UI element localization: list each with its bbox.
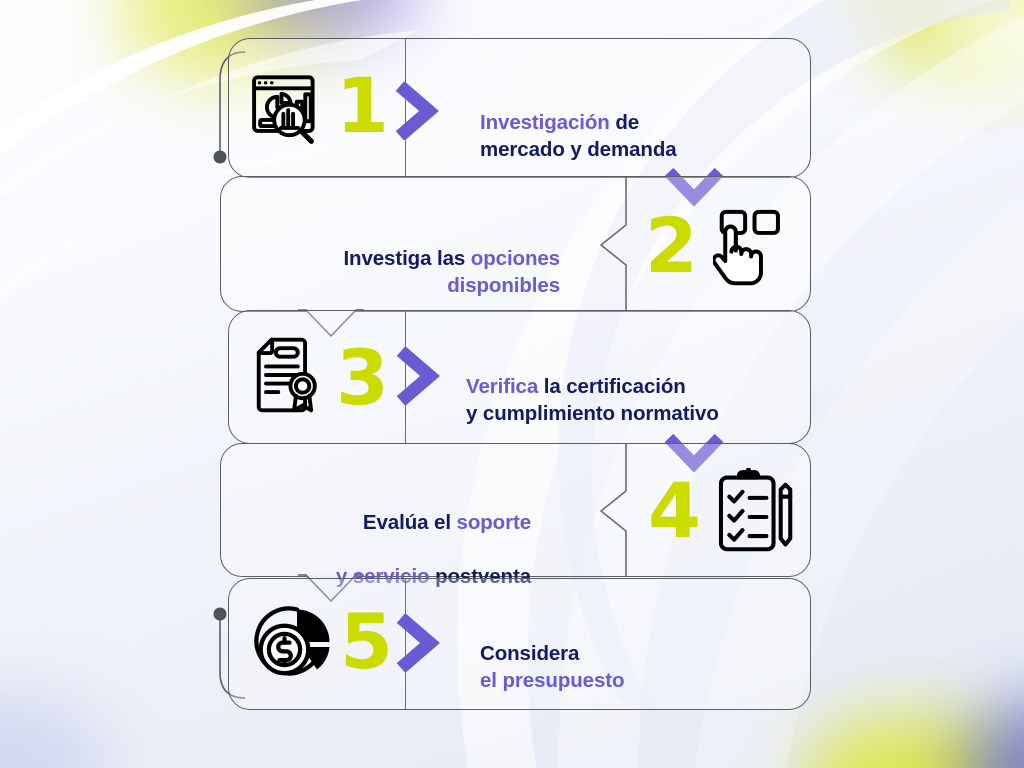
step-3-text-rest: la certificación y cumplimiento normativ… (466, 375, 719, 425)
step-3-divider (405, 311, 407, 443)
budget-pie-dollar-icon (254, 606, 330, 676)
step-4-text: Evalúa el soporte y servicio postventa (250, 482, 531, 590)
step-3-text: Verifica la certificación y cumplimiento… (466, 346, 811, 427)
step-2-text: Investiga las opciones disponibles (270, 218, 560, 299)
step-card-1[interactable] (228, 38, 811, 178)
step-2-number: 2 (645, 201, 698, 290)
step-card-4[interactable] (220, 443, 811, 577)
step-4-notch-divider (589, 444, 631, 576)
step-5-chevron-right-icon (396, 614, 440, 672)
connector-v-arrow-3-4 (664, 434, 724, 473)
step-2-text-lead: Investiga las (343, 247, 466, 270)
step-card-3[interactable] (228, 310, 811, 444)
step-5-divider (405, 579, 407, 709)
step-card-5[interactable] (228, 578, 811, 710)
step-1-number: 1 (336, 61, 389, 150)
step-4-text-rest: soporte (450, 511, 532, 534)
step-2-text-rest: opciones disponibles (447, 247, 560, 297)
step-2-notch-divider (589, 177, 631, 311)
step-1-divider (405, 39, 407, 177)
step-5-number: 5 (340, 597, 393, 686)
step-5-text-rest: el presupuesto (480, 669, 625, 692)
step-4-text-lead: Evalúa el (362, 511, 451, 534)
step-5-text-lead: Considera (480, 642, 580, 665)
step-card-2[interactable] (220, 176, 811, 312)
step-4-text-line2-rest: postventa (429, 565, 531, 588)
step-1-text: Investigación de mercado y demanda (480, 82, 800, 163)
step-1-text-rest: de mercado y demanda (480, 111, 677, 161)
step-1-chevron-right-icon (395, 82, 439, 140)
connector-v-tail-4-5 (298, 574, 364, 603)
step-3-chevron-right-icon (396, 347, 440, 405)
market-research-chart-icon (252, 75, 315, 144)
step-5-text: Considera el presupuesto (480, 613, 800, 694)
step-4-text-line2-lead: y servicio (335, 565, 430, 588)
step-1-text-lead: Investigación (480, 111, 610, 134)
connector-v-arrow-1-2 (664, 168, 724, 207)
hand-click-options-icon (713, 209, 780, 286)
certificate-document-icon (256, 337, 317, 413)
step-3-number: 3 (336, 333, 389, 422)
clipboard-checklist-pencil-icon (718, 468, 793, 552)
step-3-text-lead: Verifica (466, 375, 539, 398)
step-4-number: 4 (648, 466, 701, 555)
